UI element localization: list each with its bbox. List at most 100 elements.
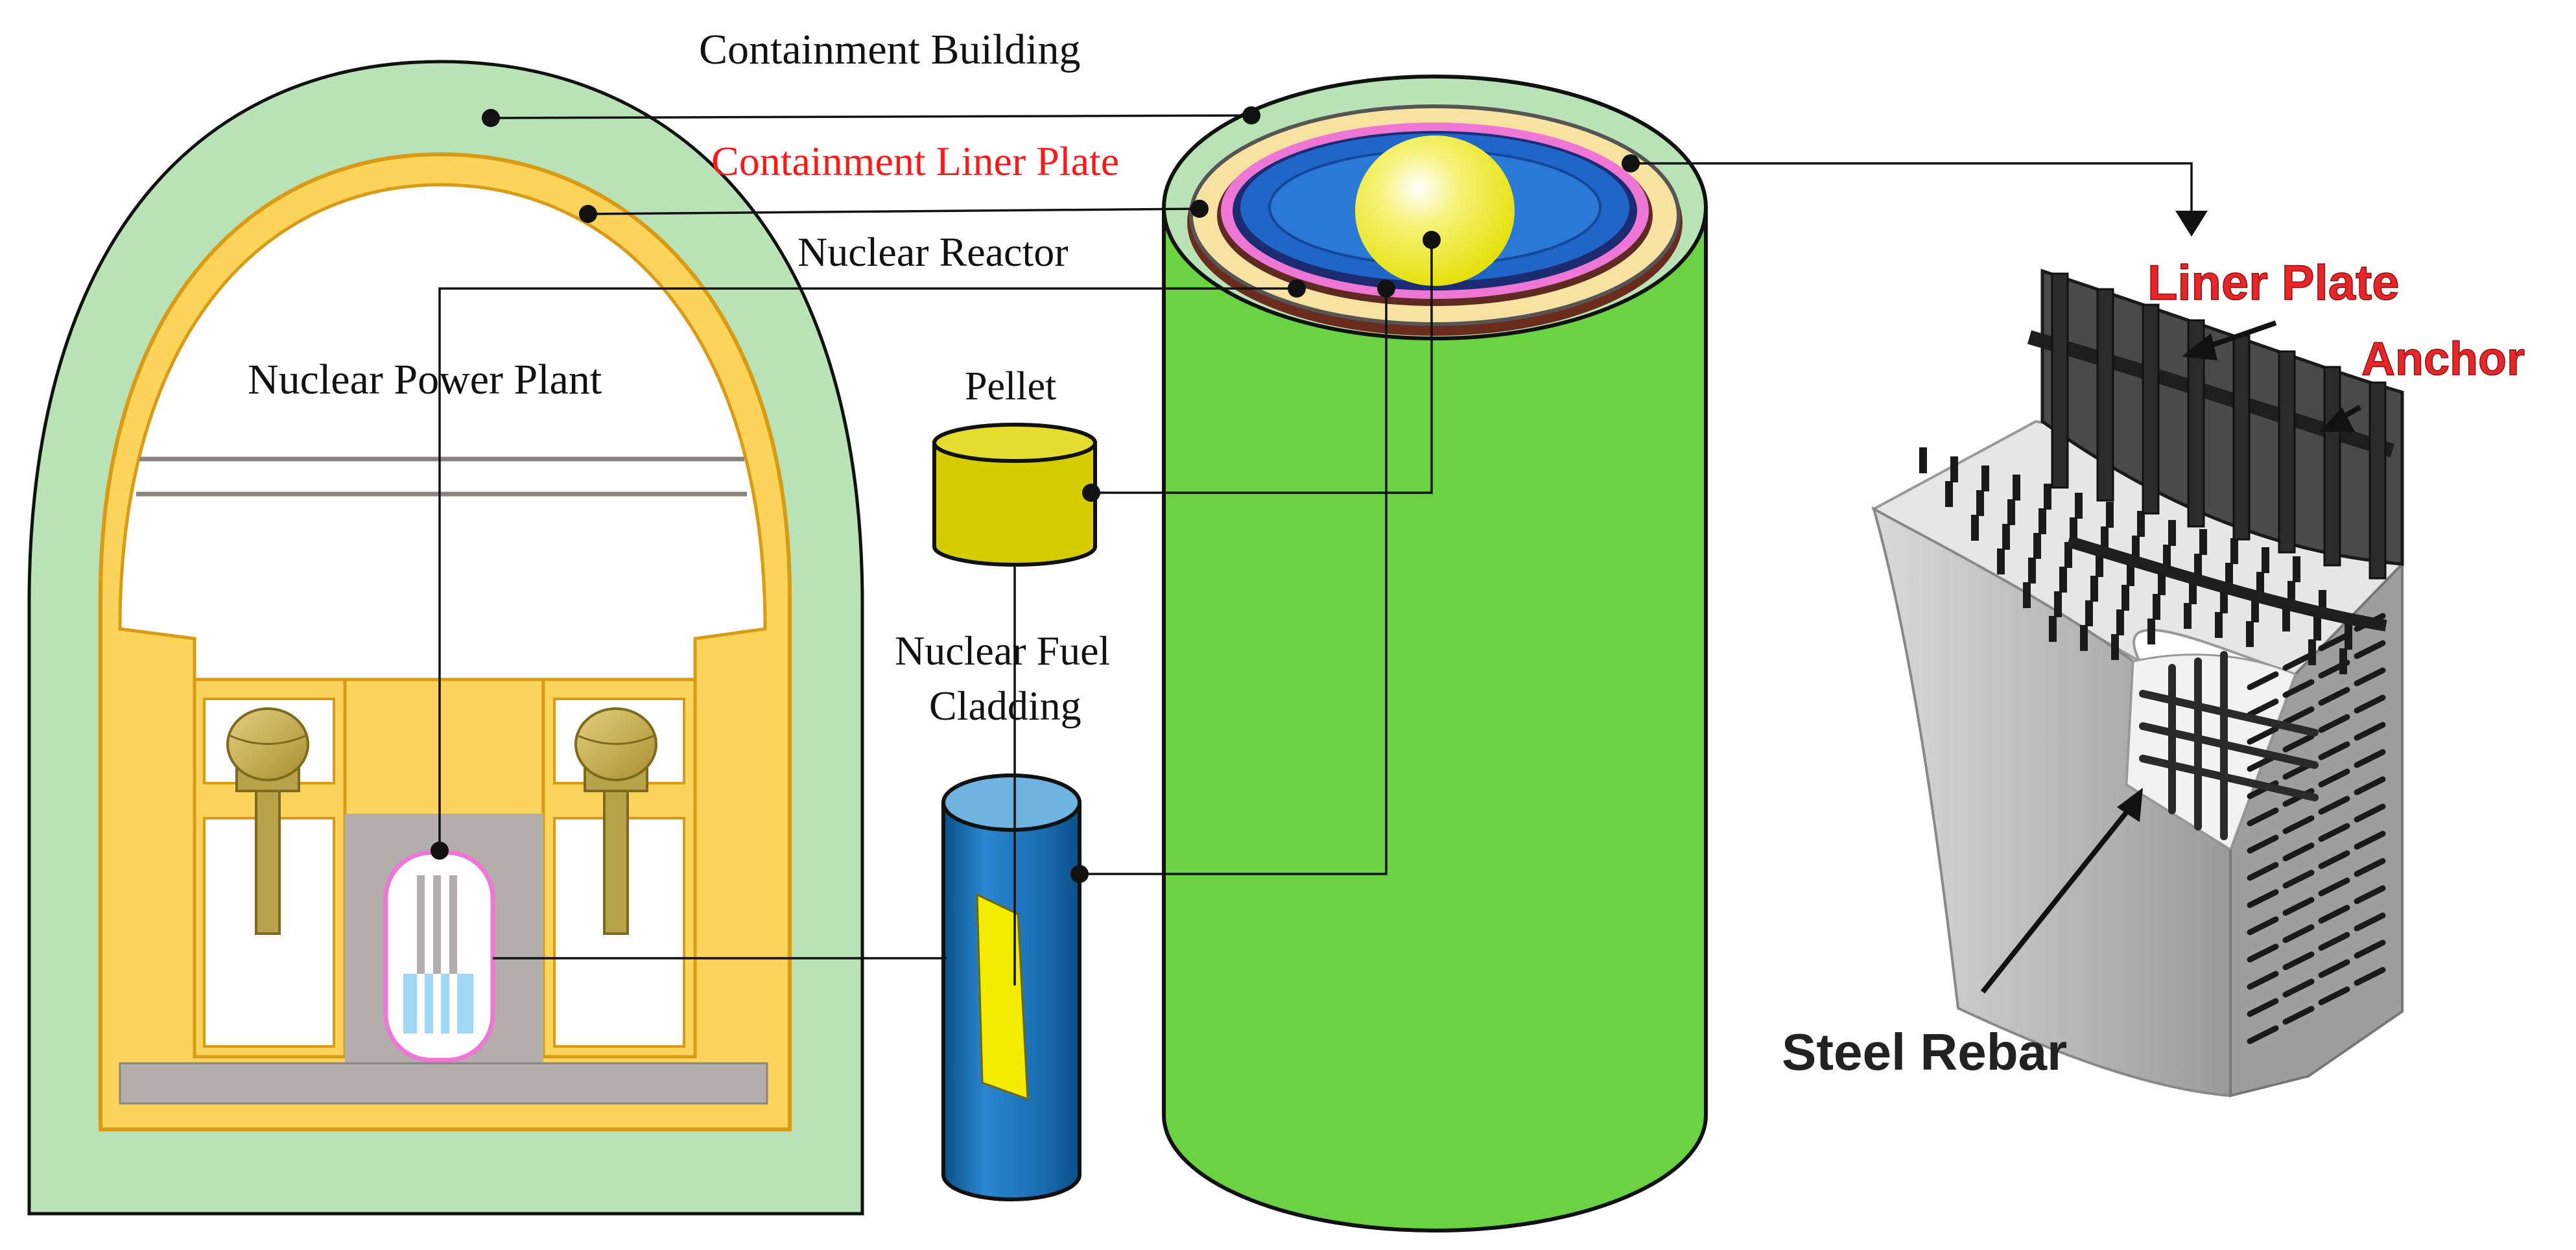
liner-plate-rib-3 [2142, 303, 2160, 515]
cladding-illustration [941, 773, 1081, 1201]
side-rebar-49 [2247, 998, 2279, 1017]
arrow-steel-rebar-head [2117, 788, 2143, 822]
side-rebars [2247, 613, 2386, 1044]
anchor-stud-17 [2038, 508, 2046, 534]
side-rebar-55 [2318, 986, 2350, 1006]
containment-cylinder [1162, 75, 1708, 1232]
side-rebar-35 [2318, 850, 2350, 869]
dot-reactor [1288, 279, 1306, 298]
dot-vessel [431, 842, 449, 860]
anchor-stud-40 [1997, 548, 2005, 574]
arrow-liner-plate-shaft [2200, 320, 2277, 351]
right-dome-seam [578, 735, 654, 745]
anchor-stud-29 [2033, 533, 2041, 559]
side-rebar-43 [2318, 904, 2350, 924]
left-dome-seam [230, 735, 306, 745]
side-rebar-24 [2354, 749, 2386, 768]
anchor-stud-16 [2007, 499, 2015, 525]
side-rebar-47 [2318, 932, 2350, 951]
anchor-stud-47 [2215, 612, 2223, 638]
anchor-stud-31 [2096, 551, 2103, 577]
anchor-stud-44 [2121, 585, 2129, 611]
dot-pellet-top [1423, 231, 1441, 249]
side-rebar-7 [2318, 659, 2350, 679]
anchor-stud-22 [2194, 554, 2202, 580]
side-rebar-19 [2318, 741, 2350, 761]
anchor-stud-54 [2116, 609, 2124, 635]
side-rebar-12 [2354, 667, 2386, 687]
anchor-stud-45 [2153, 594, 2160, 620]
side-rebar-10 [2282, 706, 2315, 725]
side-rebar-42 [2282, 924, 2315, 943]
side-rebar-21 [2247, 807, 2279, 827]
arrow-liner-plate-head [2182, 333, 2217, 360]
side-rebar-26 [2282, 815, 2315, 834]
liner-plate-rib-5 [2232, 335, 2251, 541]
leader-nuclear-reactor [438, 287, 1297, 851]
concrete-block-front [1871, 506, 2232, 1098]
anchor-stud-55 [2147, 619, 2155, 644]
dot-detail [1622, 154, 1640, 172]
leader-pellet [1091, 240, 1433, 494]
label-liner-plate: Liner Plate [2147, 255, 2400, 311]
arrow-anchor-head [2320, 407, 2355, 432]
anchor-stud-10 [2199, 529, 2207, 555]
anchor-stud-8 [2137, 511, 2145, 537]
anchor-stud-57 [2080, 625, 2088, 651]
left-steam-generator-stem [255, 764, 281, 935]
anchor-stud-13 [2293, 556, 2300, 582]
side-rebar-6 [2282, 679, 2315, 698]
anchor-stud-43 [2090, 576, 2098, 602]
side-rebar-36 [2354, 831, 2386, 850]
side-rebar-40 [2354, 858, 2386, 877]
anchor-stud-9 [2168, 520, 2176, 546]
side-rebar-16 [2354, 694, 2386, 714]
leader-containment-building [490, 114, 1252, 119]
side-rebar-29 [2247, 862, 2279, 881]
side-rebar-9 [2247, 725, 2279, 745]
side-rebar-25 [2247, 834, 2279, 854]
right-steam-generator-stem [603, 764, 629, 935]
side-rebar-50 [2282, 978, 2315, 998]
dot-pellet [1082, 484, 1100, 502]
dot-building [482, 109, 500, 127]
liner-plate-rib-2 [2096, 288, 2114, 502]
side-rebar-3 [2318, 632, 2350, 652]
anchor-stud-48 [2246, 621, 2254, 647]
anchor-stud-11 [2230, 538, 2238, 564]
anchor-stud-41 [2028, 558, 2036, 584]
side-rebar-53 [2247, 1025, 2279, 1044]
liner-plate-rib-8 [2369, 381, 2387, 580]
anchor-stud-37 [2282, 606, 2290, 631]
anchor-stud-4 [2013, 475, 2020, 501]
anchor-stud-2 [1950, 456, 1958, 482]
anchor-stud-12 [2262, 547, 2269, 573]
dot-cladding-top [1377, 279, 1395, 298]
anchor-stud-20 [2132, 536, 2140, 561]
pellet-top [932, 423, 1097, 463]
rebar-horizontal-2 [2139, 722, 2319, 769]
dot-liner-right [1190, 200, 1209, 218]
callout-arrows [1980, 320, 2361, 994]
label-pellet: Pellet [965, 364, 1056, 408]
liner-plate-rib-1 [2051, 272, 2069, 489]
side-rebar-38 [2282, 897, 2315, 916]
side-rebar-41 [2247, 943, 2279, 963]
side-rebar-11 [2318, 687, 2350, 706]
pellet-body [932, 441, 1097, 567]
anchor-stud-58 [2111, 634, 2119, 660]
anchor-stud-56 [2049, 616, 2057, 642]
leader-detail [1631, 162, 2193, 217]
anchor-stud-52 [2054, 591, 2062, 617]
label-containment-building: Containment Building [699, 26, 1081, 73]
side-rebar-28 [2354, 776, 2386, 796]
side-rebar-34 [2282, 869, 2315, 889]
side-rebar-8 [2354, 640, 2386, 659]
containment-building-section [27, 60, 864, 1216]
anchor-stud-51 [2023, 582, 2031, 608]
label-nuclear-reactor: Nuclear Reactor [798, 229, 1069, 275]
side-rebar-27 [2318, 796, 2350, 815]
leader-lines [438, 114, 2208, 985]
leader-dots [431, 106, 1640, 883]
